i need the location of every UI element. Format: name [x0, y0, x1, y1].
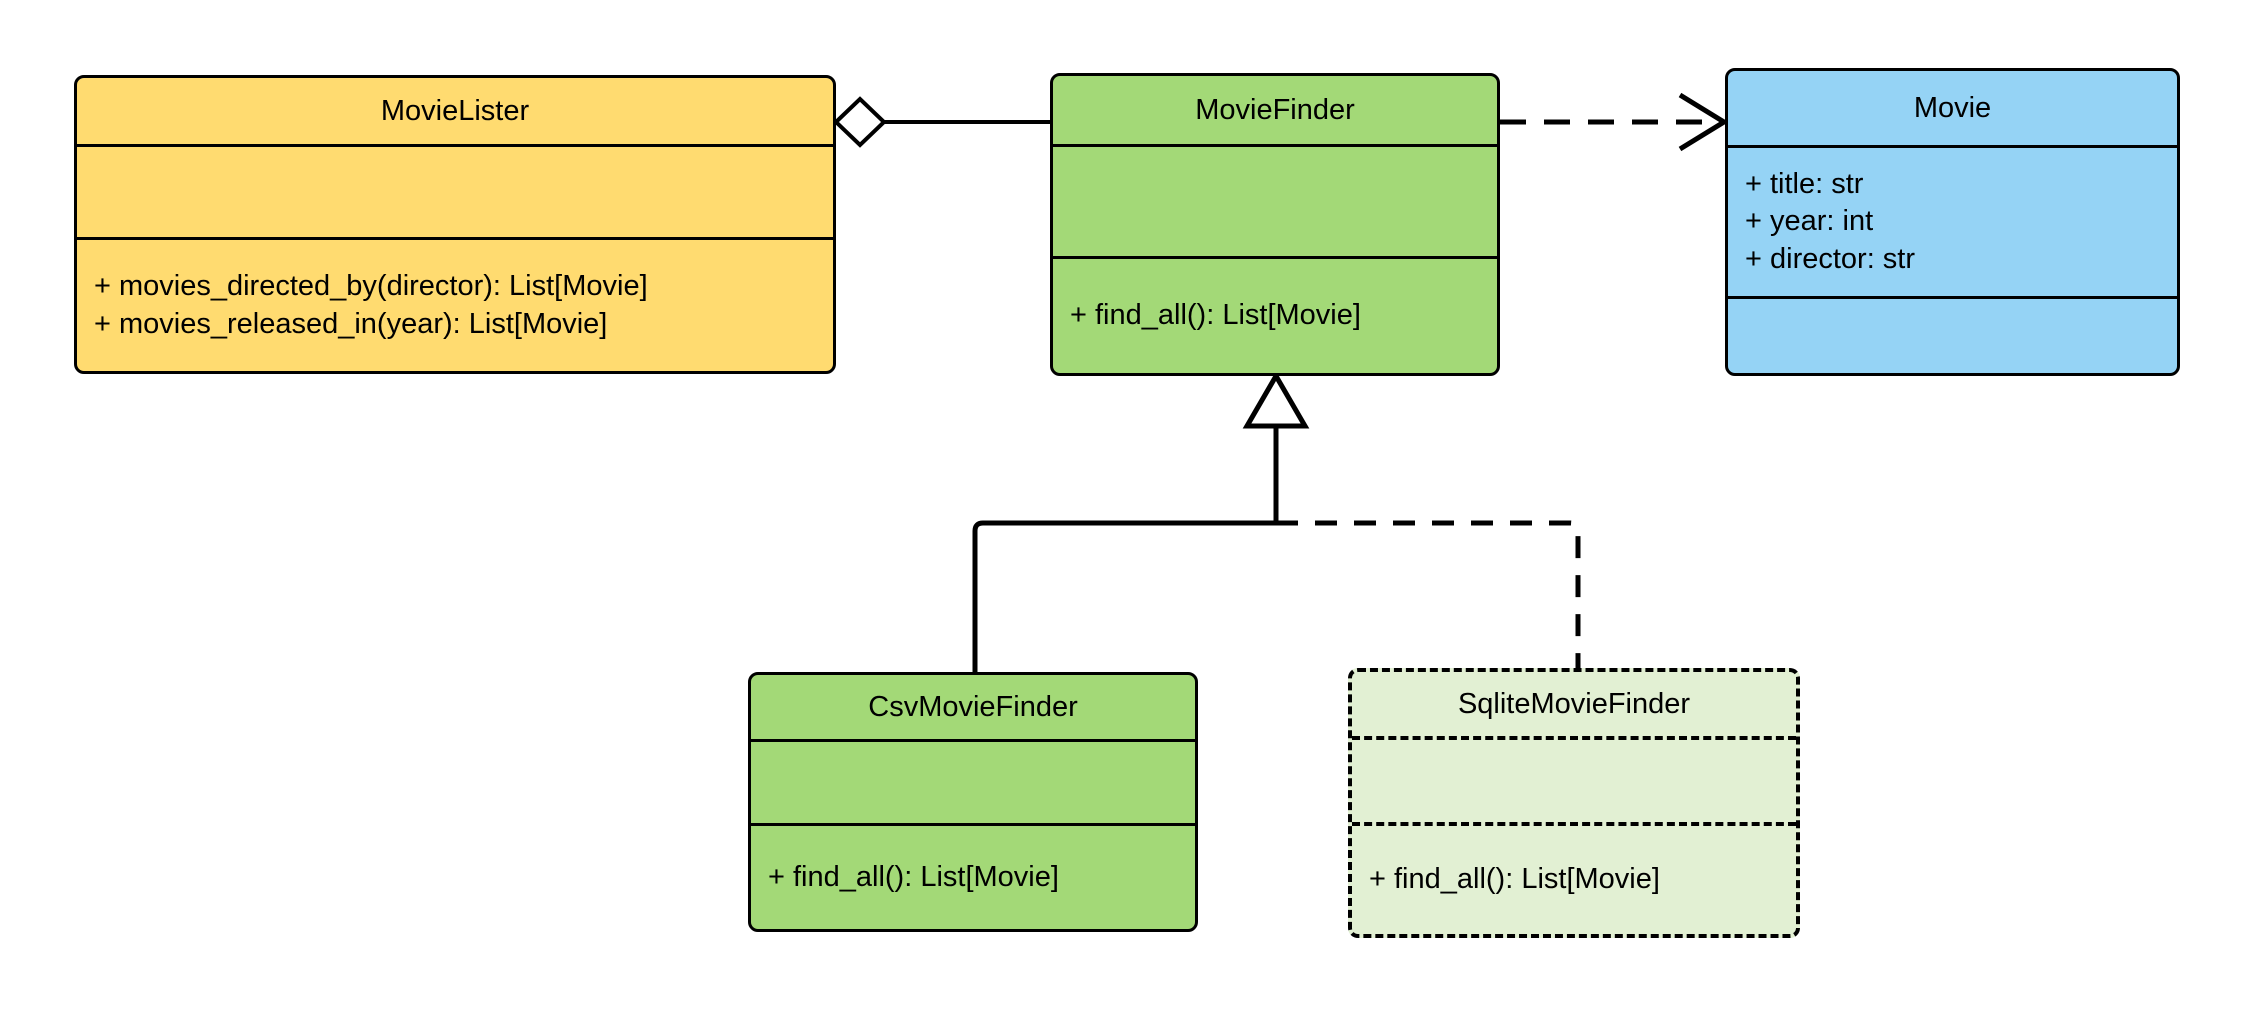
- class-box-movie-lister[interactable]: MovieLister + movies_directed_by(directo…: [74, 75, 836, 374]
- attributes-compartment: [1352, 736, 1796, 822]
- edge-generalization-csv: [972, 520, 1276, 672]
- edge-dependency-finder-movie: [1500, 92, 1729, 152]
- class-box-movie[interactable]: Movie + title: str + year: int + directo…: [1725, 68, 2180, 376]
- attributes-compartment: [751, 739, 1195, 823]
- method-item: + movies_released_in(year): List[Movie]: [94, 307, 608, 340]
- attributes-compartment: [1053, 144, 1497, 256]
- method-item: + find_all(): List[Movie]: [1369, 863, 1660, 896]
- attributes-compartment: + title: str + year: int + director: str: [1728, 145, 2177, 296]
- class-title-csv-movie-finder: CsvMovieFinder: [868, 690, 1078, 723]
- attribute-item: + year: int: [1745, 205, 1874, 238]
- class-name-compartment: MovieLister: [77, 78, 833, 144]
- class-title-movie: Movie: [1913, 91, 1992, 124]
- methods-compartment: + find_all(): List[Movie]: [1053, 256, 1497, 373]
- attribute-item: + title: str: [1745, 168, 1864, 201]
- edge-generalization-trunk: [1242, 371, 1310, 523]
- open-arrow-icon: [1678, 92, 1729, 152]
- class-name-compartment: CsvMovieFinder: [751, 675, 1195, 739]
- class-title-movie-finder: MovieFinder: [1195, 93, 1355, 126]
- class-box-sqlite-movie-finder[interactable]: SqliteMovieFinder + find_all(): List[Mov…: [1348, 668, 1800, 938]
- edge-aggregation-lister-finder: [833, 96, 1050, 148]
- methods-compartment: + movies_directed_by(director): List[Mov…: [77, 237, 833, 371]
- class-box-movie-finder[interactable]: MovieFinder + find_all(): List[Movie]: [1050, 73, 1500, 376]
- class-name-compartment: SqliteMovieFinder: [1352, 672, 1796, 736]
- hollow-diamond-icon: [833, 96, 887, 148]
- class-name-compartment: Movie: [1728, 71, 2177, 145]
- attributes-compartment: [77, 144, 833, 237]
- class-box-csv-movie-finder[interactable]: CsvMovieFinder + find_all(): List[Movie]: [748, 672, 1198, 932]
- methods-compartment: + find_all(): List[Movie]: [751, 823, 1195, 929]
- method-item: + find_all(): List[Movie]: [1070, 299, 1361, 332]
- edge-generalization-sqlite: [1276, 520, 1581, 668]
- generalization-csv-line: [972, 520, 1276, 672]
- methods-compartment: + find_all(): List[Movie]: [1352, 822, 1796, 934]
- method-item: + movies_directed_by(director): List[Mov…: [94, 270, 648, 303]
- hollow-triangle-icon: [1242, 371, 1310, 429]
- generalization-sqlite-dashed-line: [1276, 520, 1581, 668]
- method-item: + find_all(): List[Movie]: [768, 860, 1059, 893]
- class-title-movie-lister: MovieLister: [380, 94, 530, 127]
- attribute-item: + director: str: [1745, 242, 1916, 275]
- class-title-sqlite-movie-finder: SqliteMovieFinder: [1457, 687, 1691, 720]
- class-name-compartment: MovieFinder: [1053, 76, 1497, 144]
- methods-compartment: [1728, 296, 2177, 373]
